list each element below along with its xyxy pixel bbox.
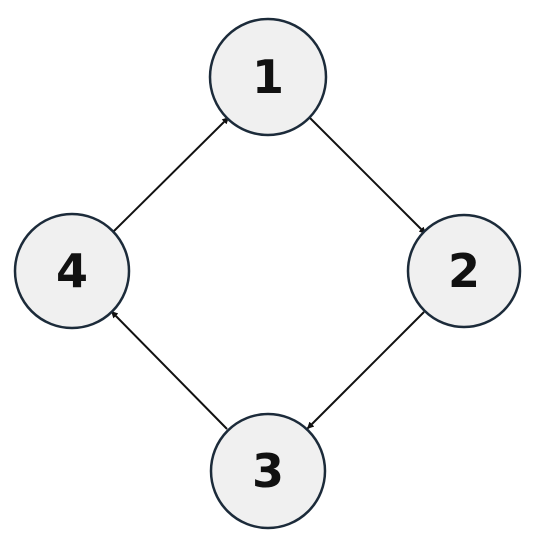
node-1-label: 1 xyxy=(252,50,284,104)
edge-1-to-2 xyxy=(308,116,427,235)
node-2: 2 xyxy=(406,213,522,329)
node-2-circle xyxy=(406,213,522,329)
node-4-circle xyxy=(13,212,131,330)
node-1-circle xyxy=(208,17,328,137)
node-2-label: 2 xyxy=(448,244,480,298)
edge-4-to-1 xyxy=(112,116,230,233)
nodes-group: 1 2 3 4 xyxy=(13,17,522,530)
edge-2-to-3 xyxy=(306,311,425,430)
edges-group xyxy=(110,116,427,430)
node-4: 4 xyxy=(13,212,131,330)
node-4-label: 4 xyxy=(56,244,88,298)
node-1: 1 xyxy=(208,17,328,137)
edge-3-to-4 xyxy=(110,310,228,430)
node-3-label: 3 xyxy=(252,444,284,498)
node-3: 3 xyxy=(209,412,327,530)
node-3-circle xyxy=(209,412,327,530)
